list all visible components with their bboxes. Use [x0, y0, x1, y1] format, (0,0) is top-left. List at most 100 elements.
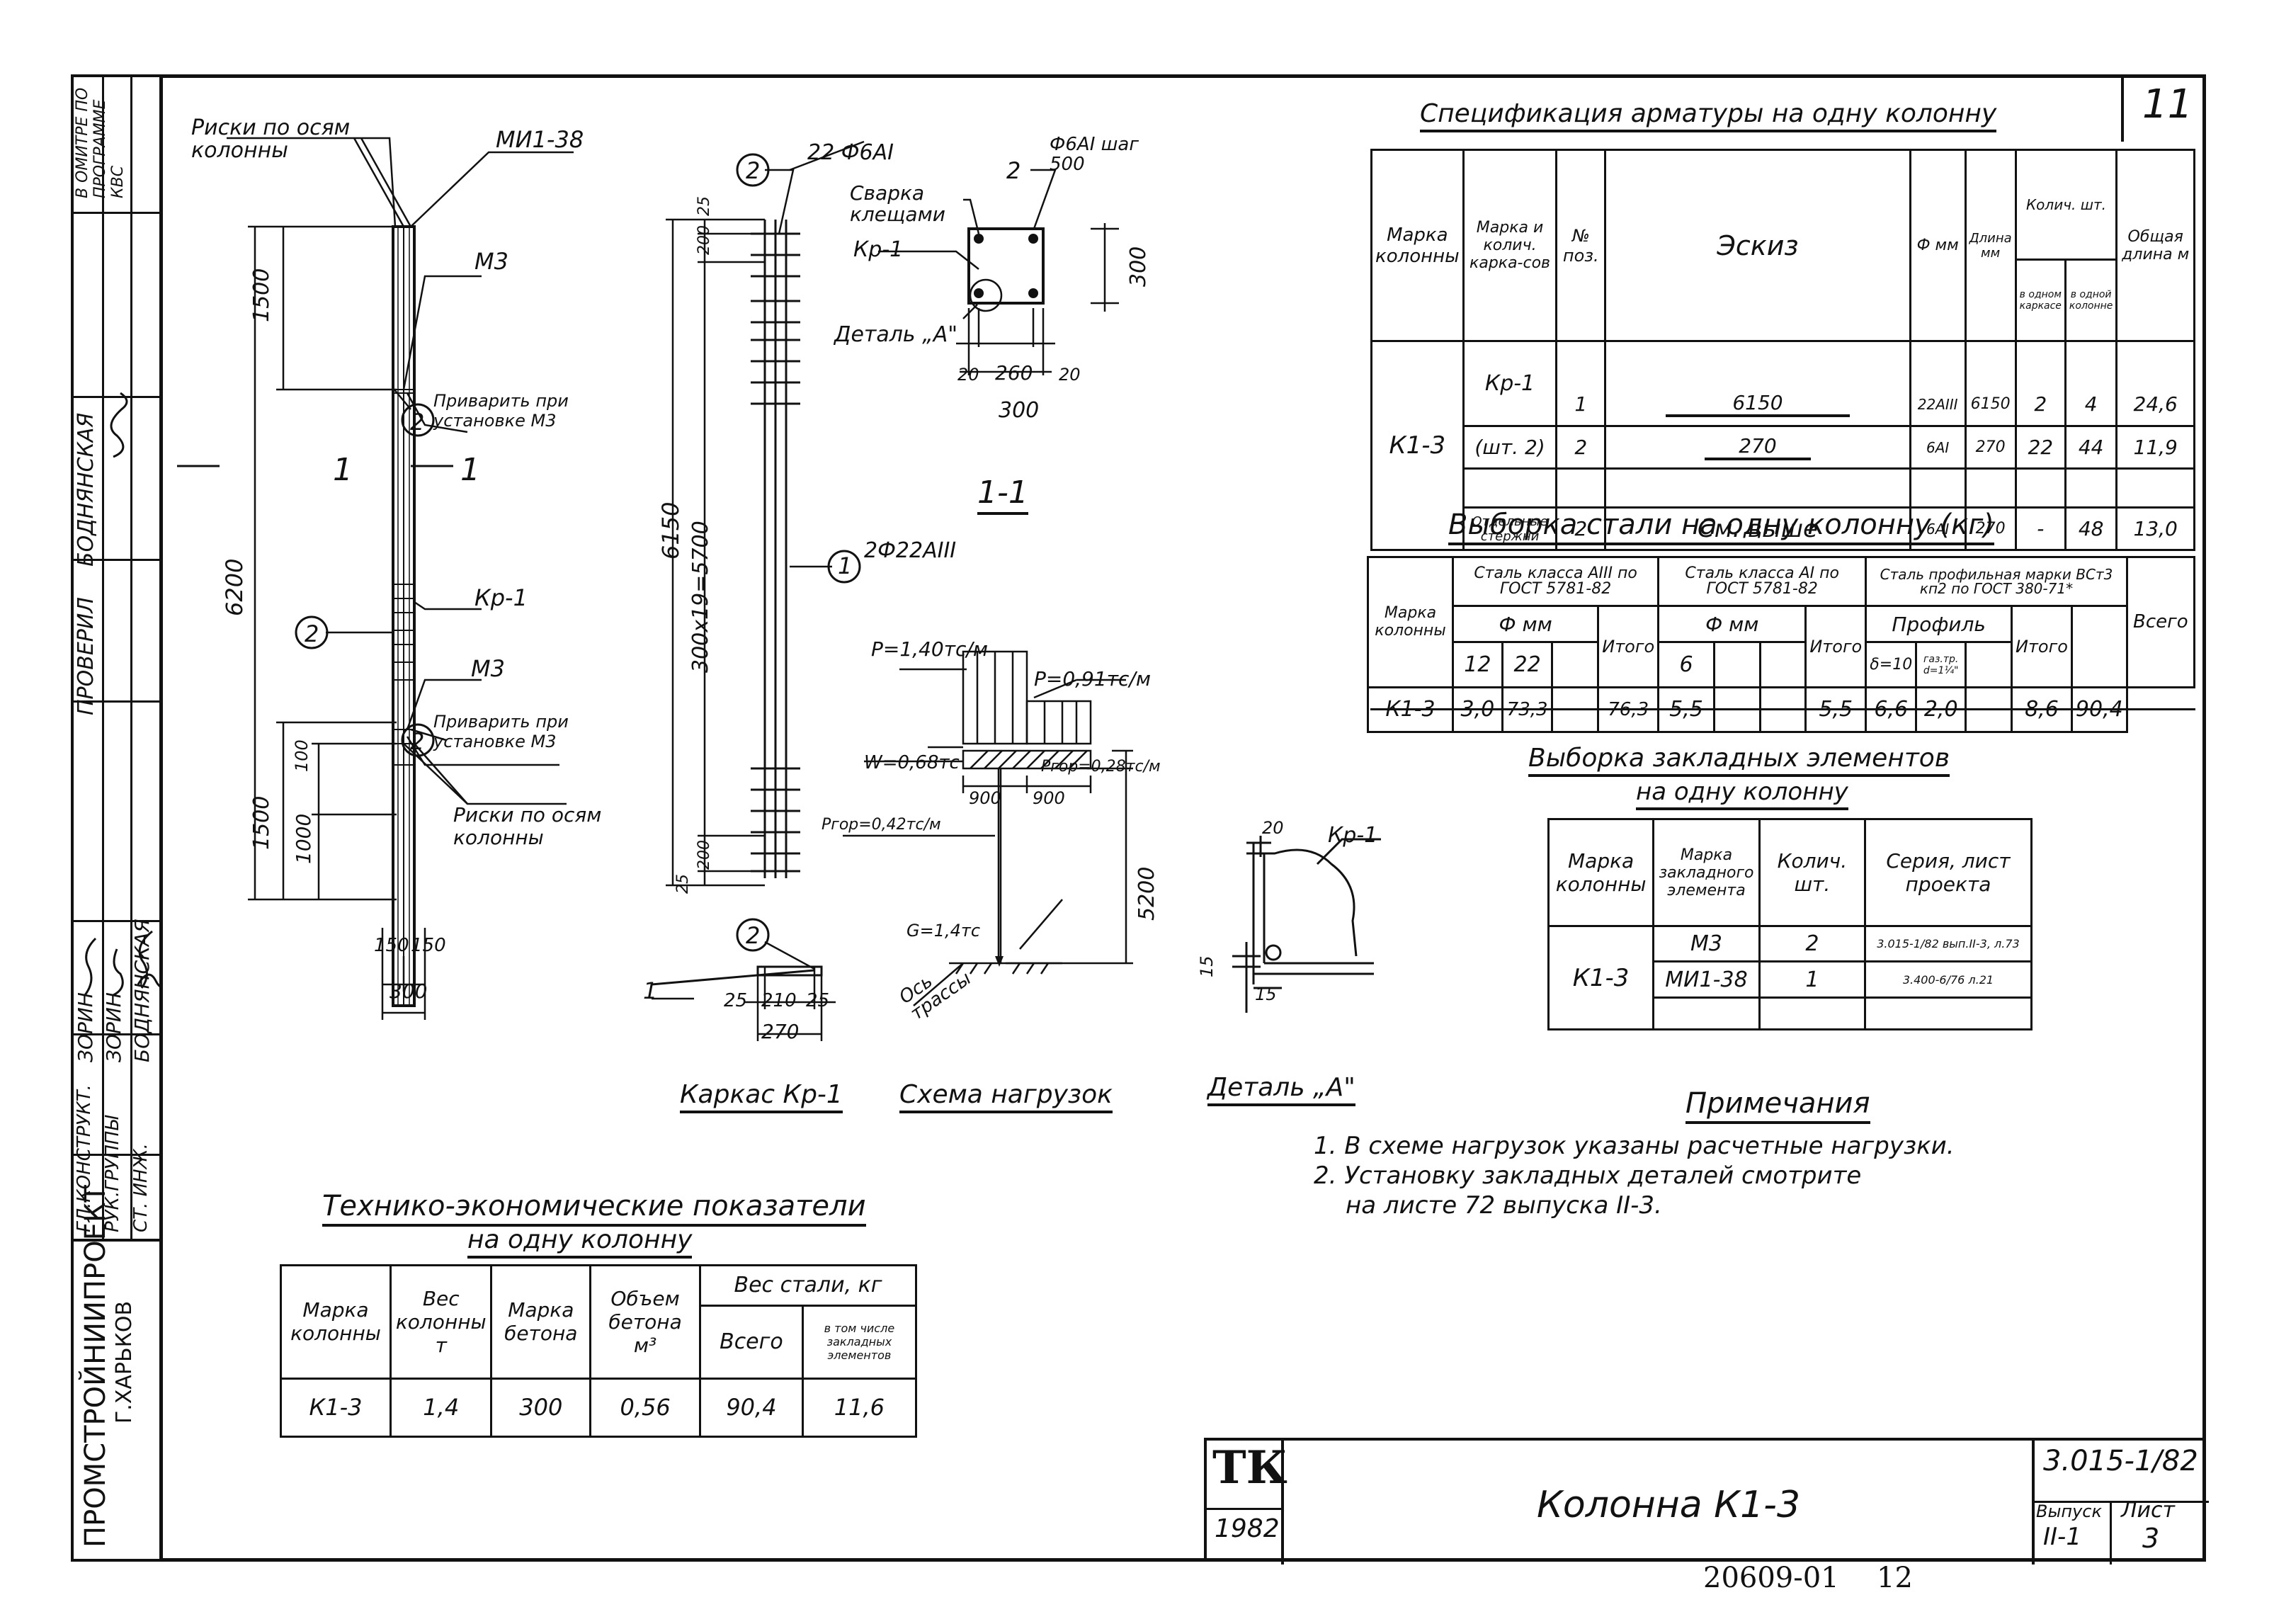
steel-h-total1: Итого [1597, 605, 1660, 688]
spec-empty [1909, 467, 1967, 509]
section-detail: Деталь „А" [834, 322, 958, 347]
spec-total: 13,0 [2115, 506, 2195, 551]
steel-h-a3: Сталь класса АIII по ГОСТ 5781-82 [1451, 555, 1660, 608]
load-900b: 900 [1033, 788, 1065, 808]
spec-sketch-label: 270 [1739, 434, 1777, 458]
spec-sketch-2: 270 [1604, 425, 1911, 470]
cage-dim-step: 300x19=5700 [688, 521, 713, 673]
section-dim-300h: 300 [1126, 246, 1151, 287]
detail-d15a: 15 [1197, 955, 1217, 977]
embed-title2: на одну колонну [1636, 778, 1848, 810]
teo-embed: 11,6 [801, 1377, 918, 1438]
embed-h-mark: Марка колонны [1547, 817, 1655, 928]
mi-label: МИ1-38 [496, 126, 584, 153]
steel-p-delta: δ=10 [1865, 641, 1918, 688]
teo-h-all: Всего [699, 1304, 804, 1380]
m3-top-label: М3 [474, 248, 508, 275]
spec-h-len: Длина мм [1964, 149, 2017, 342]
spec-empty [1555, 467, 1607, 509]
stamp-sheet: 3 [2142, 1523, 2160, 1554]
spec-total: 11,9 [2115, 425, 2195, 470]
spec-sketch-1: 6150 [1604, 383, 1911, 427]
steel-v6: 5,5 [1657, 686, 1715, 734]
spec-h-col-mark: Марка колонны [1370, 149, 1465, 342]
spec-empty [1555, 340, 1607, 384]
dim-100: 100 [292, 739, 312, 772]
pos2-mid: 2 [305, 620, 319, 647]
spec-h-dia: Ф мм [1909, 149, 1967, 342]
column-drawing [177, 137, 574, 1020]
spec-empty [1462, 467, 1558, 509]
cage-det-25b: 25 [806, 990, 830, 1011]
steel-h-total3: Итого [2011, 605, 2073, 688]
spec-q2: 48 [2064, 506, 2118, 551]
embed-h-series: Серия, лист проекта [1863, 817, 2033, 928]
spec-title: Спецификация арматуры на одну колонну [1420, 99, 1997, 132]
embed-row-1: К1-3 М3 2 3.015-1/82 вып.II-3, л.73 [1547, 925, 2033, 1030]
section-callout: Ф6АI шаг 500 [1050, 134, 1139, 175]
pos2-top: 2 [410, 409, 425, 436]
detail-caption: Деталь „А" [1207, 1073, 1355, 1106]
steel-t1: 76,3 [1597, 686, 1660, 734]
steel-h-all: Всего [2125, 556, 2196, 688]
notes-title: Примечания [1685, 1087, 1870, 1124]
spec-dia: 22АIII [1909, 383, 1967, 427]
spec-q2: 4 [2064, 383, 2118, 427]
spec-cage-qty: (шт. 2) [1462, 425, 1558, 470]
drawing-frame [159, 74, 2206, 1562]
teo-h-weight: Вес колонны т [389, 1264, 493, 1380]
steel-empty [1551, 641, 1600, 688]
spec-q2: 44 [2064, 425, 2118, 470]
steel-d12: 12 [1452, 641, 1503, 688]
embed-series: 3.015-1/82 вып.II-3, л.73 [1863, 925, 2033, 963]
spec-table: Марка колонны Марка и колич. карка-сов №… [1370, 149, 2195, 551]
spec-sketch-label: 6150 [1732, 391, 1783, 415]
cage-pos2: 2 [746, 157, 761, 184]
steel-all: 90,4 [2070, 686, 2128, 734]
embed-empty [1758, 996, 1866, 1031]
steel-d22: 22 [1501, 641, 1554, 688]
note-1: 1. В схеме нагрузок указаны расчетные на… [1314, 1132, 1955, 1160]
teo-title1: Технико-экономические показатели [322, 1190, 866, 1227]
spec-dia: 6АI [1909, 425, 1967, 470]
steel-h-dia: Ф мм [1451, 605, 1600, 644]
m3-bot-label: М3 [471, 655, 505, 682]
load-p-top: Pгор=0,28тс/м [1041, 758, 1161, 776]
steel-row: К1-3 3,0 73,3 76,3 5,5 5,5 6,6 2,0 8,6 9… [1367, 686, 2195, 734]
spec-empty [1964, 467, 2017, 509]
teo-steel: 90,4 [699, 1377, 804, 1438]
steel-empty [1758, 686, 1807, 734]
org-city: Г.ХАРЬКОВ [112, 1300, 137, 1424]
teo-table: Марка колонны Вес колонны т Марка бетона… [280, 1264, 918, 1438]
org-name: ПРОМСТРОЙНИИПРОЕКТ [79, 1185, 112, 1548]
spec-empty [2014, 340, 2067, 384]
load-caption: Схема нагрузок [899, 1080, 1113, 1113]
spec-h-qty-cage: в одном каркасе [2014, 259, 2067, 342]
dim-1500-top: 1500 [249, 268, 274, 322]
steel-pd: 6,6 [1865, 686, 1918, 734]
section-dim-300w: 300 [999, 398, 1040, 423]
steel-empty [1551, 686, 1600, 734]
steel-empty [1965, 686, 2013, 734]
spec-empty [2115, 467, 2195, 509]
teo-mark: К1-3 [280, 1377, 392, 1438]
embed-empty [1863, 996, 2033, 1031]
cage-dim-6150: 6150 [657, 501, 684, 560]
cage-det-pos2: 2 [746, 922, 761, 949]
spec-empty [2115, 340, 2195, 384]
spec-q1: 2 [2014, 383, 2067, 427]
spec-row-2: (шт. 2) 2 270 6АI 270 22 44 11,9 [1372, 425, 2195, 470]
load-w: W=0,68тс [864, 752, 960, 773]
signatures [84, 392, 159, 996]
spec-empty [2064, 467, 2118, 509]
cage-det-pos1: 1 [643, 977, 658, 1004]
load-900a: 900 [969, 788, 1001, 808]
spec-h-total-len: Общая длина м [2115, 149, 2195, 342]
stamp-issue: II-1 [2043, 1523, 2081, 1551]
spec-empty [1964, 340, 2017, 384]
stamp-title: Колонна К1-3 [1537, 1484, 1801, 1526]
section-pos2: 2 [1006, 157, 1021, 184]
embed-h-qty: Колич. шт. [1758, 817, 1866, 928]
cage-det-25a: 25 [724, 990, 748, 1011]
cage-det-270: 270 [761, 1020, 800, 1043]
